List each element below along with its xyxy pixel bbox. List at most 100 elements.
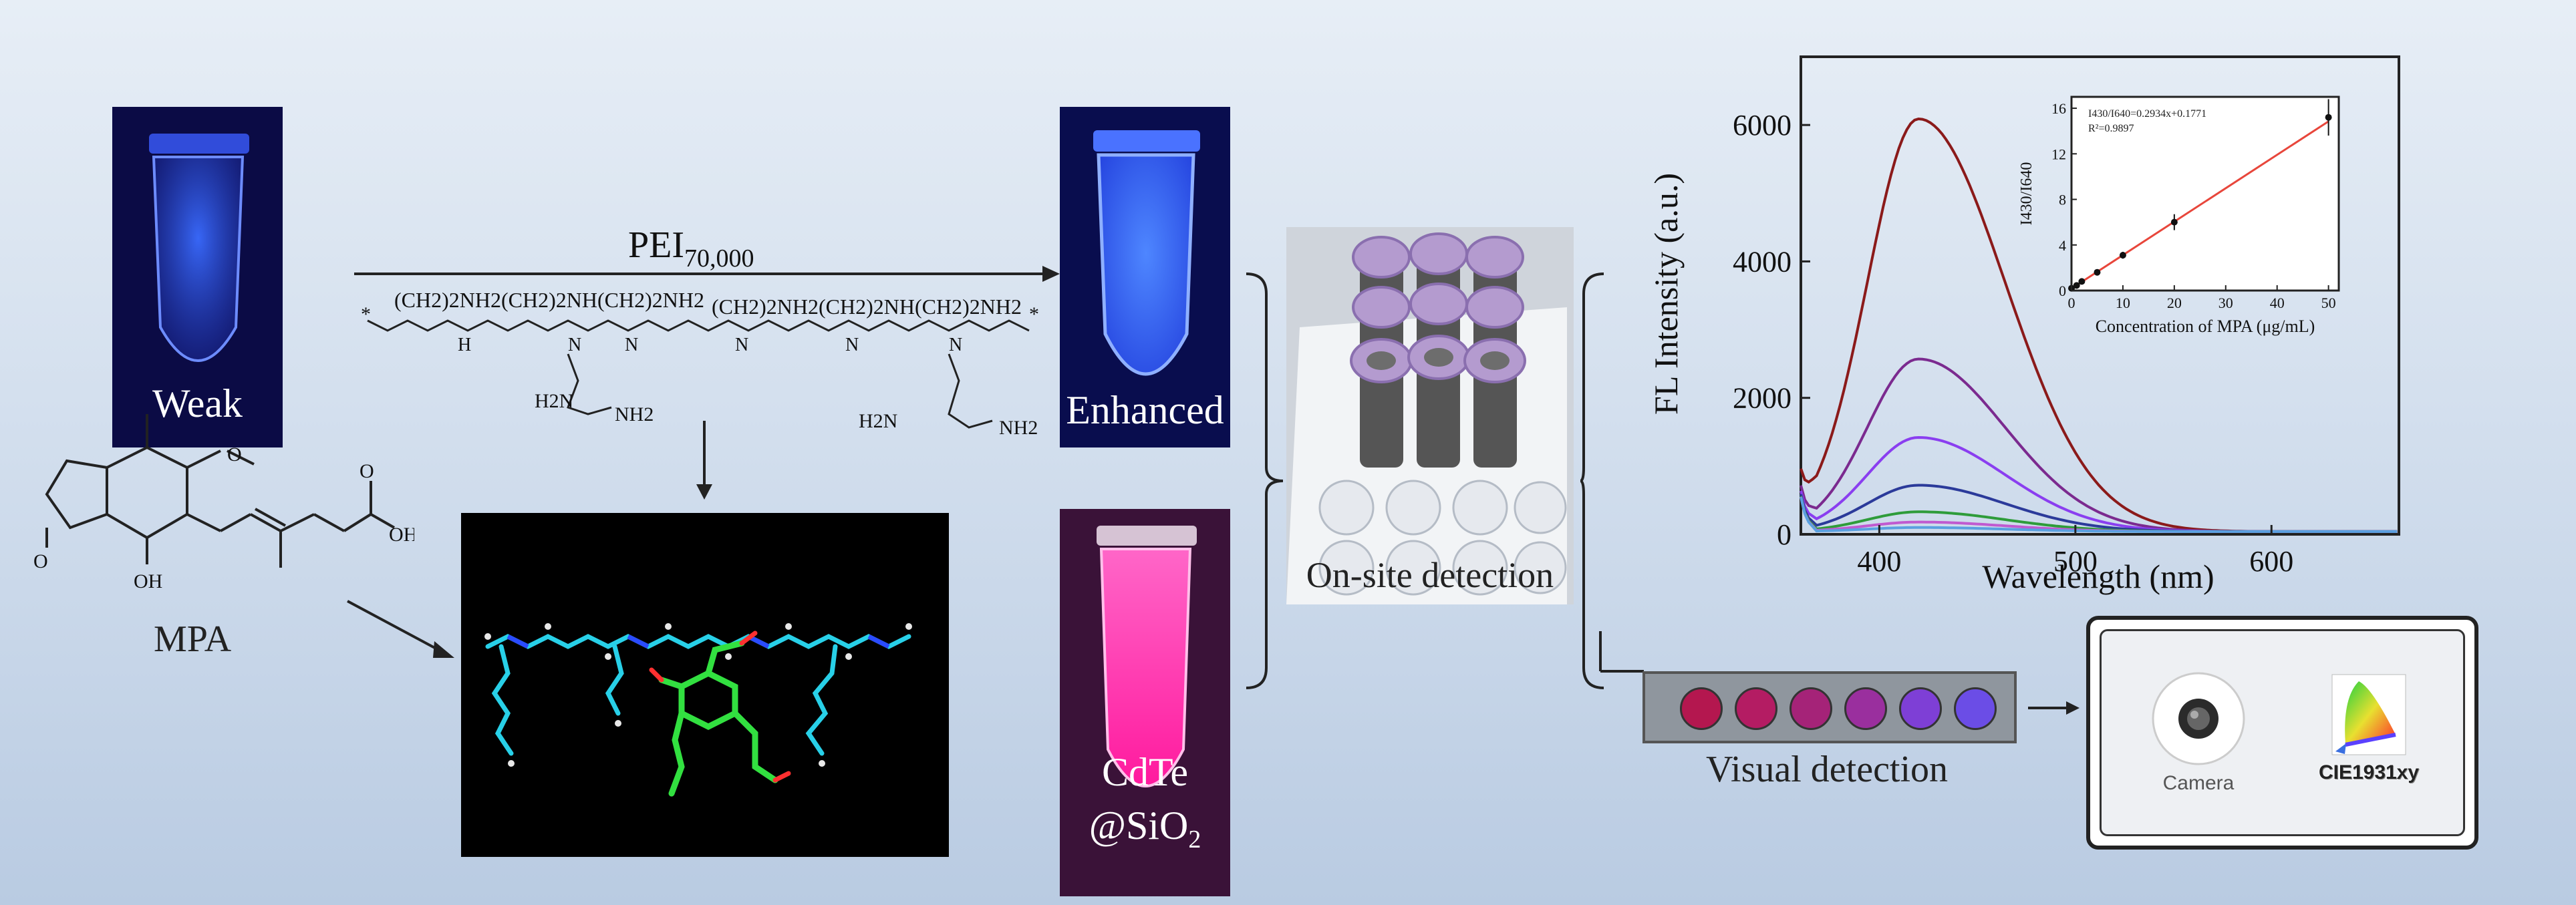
smartphone-app-panel: Camera CIE1931xy	[2086, 616, 2478, 850]
visual-detection-label: Visual detection	[1705, 749, 1949, 790]
n-atom-2: N	[568, 335, 581, 355]
mpa-phenol-oh: OH	[134, 570, 162, 592]
weak-tube-photo: Weak	[112, 107, 283, 447]
main-y-axis-label: FL Intensity (a.u.)	[1647, 173, 1685, 415]
n-atom-1: H	[458, 335, 471, 355]
inset-y-tick-label-8: 8	[2059, 192, 2066, 208]
inset-y-tick-label-0: 0	[2059, 283, 2066, 299]
weak-label: Weak	[152, 381, 243, 425]
branch-right	[948, 353, 993, 429]
camera-icon	[2152, 672, 2245, 765]
y-tick-label-2000: 2000	[1733, 382, 1792, 415]
main-x-axis-label: Wavelength (nm)	[1982, 558, 2214, 595]
inset-annotation-1: I430/I640=0.2934x+0.1771	[2088, 108, 2206, 120]
spectrum-line-2	[1800, 357, 2398, 533]
mpa-structure: O OH O OH O MPA	[33, 414, 414, 660]
n-atom-3: N	[625, 335, 638, 355]
inset-point-6	[2170, 218, 2178, 226]
inset-y-axis-label: I430/I640	[2018, 162, 2035, 226]
spectrum-line-7	[1800, 496, 2398, 533]
cie-app[interactable]: CIE1931xy	[2302, 671, 2436, 784]
n-atom-4: N	[735, 335, 748, 355]
amine-nh2-right: NH2	[999, 417, 1038, 439]
inset-x-tick-label-30: 30	[2219, 295, 2233, 311]
mpa-acid-o: O	[360, 460, 374, 482]
cdte-tube-photo: CdTe @SiO2	[1060, 509, 1230, 896]
x-tick-label-600: 600	[2249, 545, 2293, 578]
camera-app-label: Camera	[2162, 772, 2235, 794]
inset-x-tick-label-50: 50	[2321, 295, 2336, 311]
branch-to-visual	[1599, 631, 1644, 673]
molecular-model-panel	[461, 513, 949, 857]
amine-h2n-right: H2N	[859, 410, 897, 432]
onsite-photo: On-site detection	[1286, 227, 1574, 604]
molecular-model-image	[484, 623, 912, 797]
smartphone-screen: Camera CIE1931xy	[2100, 629, 2465, 836]
inset-annotation-2: R²=0.9897	[2088, 123, 2134, 134]
y-tick-label-4000: 4000	[1733, 245, 1792, 278]
star-left: *	[361, 303, 371, 325]
amine-h2n-left: H2N	[535, 390, 573, 412]
mpa-acid-oh: OH	[389, 524, 414, 546]
bracket-right	[1580, 273, 1604, 689]
cdte-label-line1: CdTe	[1101, 750, 1189, 794]
inset-y-tick-label-16: 16	[2051, 100, 2066, 117]
enhanced-tube-image	[1060, 107, 1230, 447]
inset-point-4	[2094, 268, 2101, 276]
onsite-label: On-site detection	[1306, 555, 1554, 595]
color-dot-5	[1899, 687, 1942, 730]
inset-point-3	[2078, 278, 2086, 285]
inset-marks-group	[2068, 99, 2332, 292]
mpa-carbonyl-o: O	[33, 550, 48, 572]
spectrum-series-group	[1800, 117, 2398, 533]
inset-x-tick-label-10: 10	[2116, 295, 2130, 311]
star-right: *	[1029, 303, 1039, 325]
x-tick-label-500: 500	[2053, 545, 2098, 578]
reaction-arrowhead	[1042, 266, 1060, 282]
inset-fit-line	[2071, 120, 2329, 290]
inset-frame	[2070, 96, 2340, 292]
inset-x-tick-label-40: 40	[2270, 295, 2285, 311]
bracket-middle	[1246, 273, 1284, 689]
cie-chromaticity-icon	[2331, 674, 2406, 755]
cdte-tube-image	[1060, 509, 1230, 896]
polymer-backbone	[367, 319, 1030, 332]
cie-app-label: CIE1931xy	[2318, 761, 2420, 783]
color-dot-row	[1680, 687, 1997, 730]
mpa-benzene-ring	[106, 445, 188, 540]
mpa-lactone-ring	[45, 459, 108, 530]
branch-left	[567, 353, 612, 415]
n-atom-6: N	[949, 335, 962, 355]
arrow-to-phone	[2028, 701, 2080, 715]
visual-detection-strip	[1642, 671, 2017, 743]
weak-tube-image	[112, 107, 283, 447]
color-dot-2	[1735, 687, 1777, 730]
y-tick-label-6000: 6000	[1733, 109, 1792, 142]
n-atom-5: N	[845, 335, 859, 355]
inset-x-tick-label-0: 0	[2068, 295, 2076, 311]
mpa-methoxy-o: O	[227, 443, 242, 466]
color-dot-6	[1954, 687, 1997, 730]
enhanced-label: Enhanced	[1066, 388, 1224, 432]
mpa-arrow	[347, 600, 454, 658]
inset-y-tick-label-12: 12	[2051, 146, 2066, 162]
onsite-photo-image	[1286, 227, 1574, 604]
polymer-group-4: (CH2)2NH(CH2)2NH2	[819, 295, 1022, 319]
color-dot-4	[1844, 687, 1887, 730]
inset-point-5	[2119, 252, 2126, 259]
amine-nh2-left: NH2	[615, 403, 654, 425]
cdte-label-line2: @SiO2	[1089, 803, 1201, 854]
camera-app[interactable]: Camera	[2148, 669, 2249, 795]
y-tick-label-0: 0	[1777, 518, 1792, 551]
inset-x-tick-label-20: 20	[2167, 295, 2182, 311]
color-dot-1	[1680, 687, 1723, 730]
chart-frame	[1800, 55, 2400, 536]
pei-label: PEI70,000	[628, 224, 754, 273]
polymer-group-2: (CH2)2NH(CH2)2NH2	[501, 288, 704, 312]
pei-reaction-scheme: PEI70,000 (CH2)2NH2 (CH2)2NH(CH2)2NH2 (C…	[354, 224, 1060, 500]
inset-point-7	[2325, 114, 2332, 121]
